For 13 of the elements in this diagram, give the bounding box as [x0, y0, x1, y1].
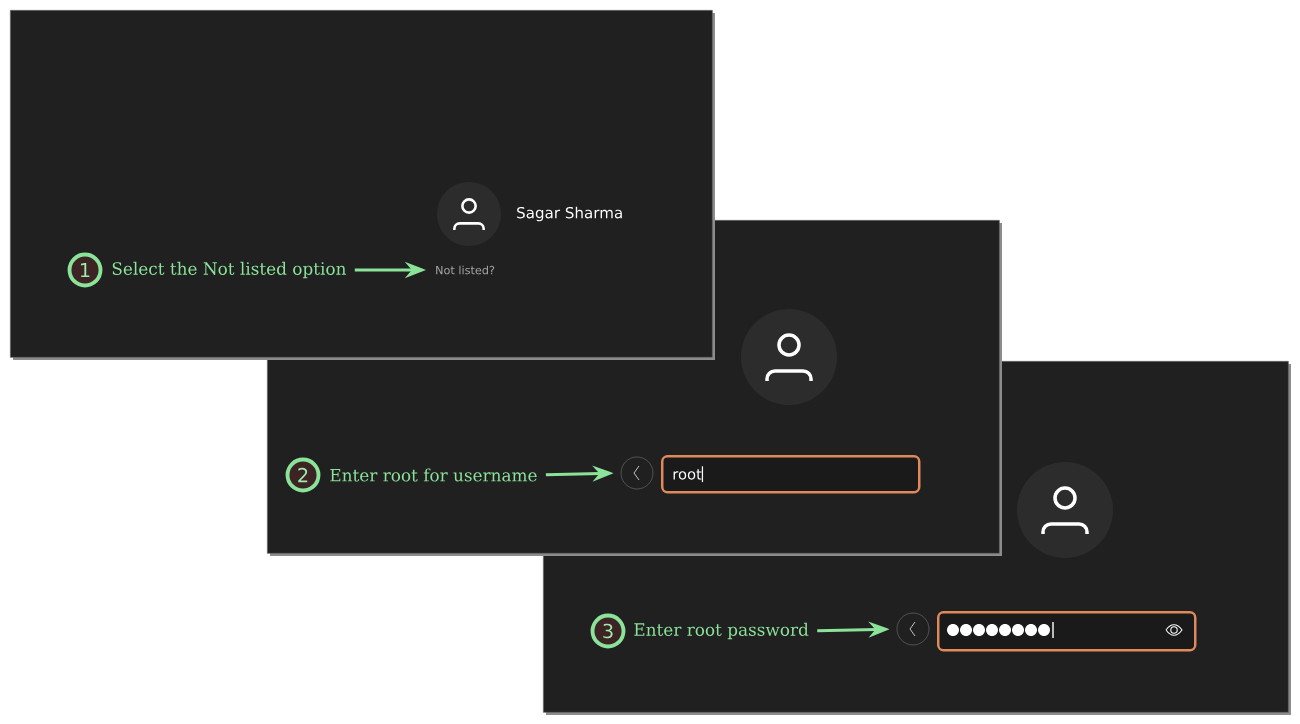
step-number: 2 — [285, 457, 321, 493]
back-button — [896, 612, 930, 646]
screen-panel — [10, 10, 715, 360]
input-field: root — [661, 455, 921, 494]
link-text: Not listed? — [436, 265, 495, 275]
step-number: 3 — [590, 613, 626, 649]
instruction-text: Select the Not listed option — [112, 261, 346, 279]
user-name: Sagar Sharma — [517, 206, 622, 222]
instruction-text: Enter root password — [634, 622, 809, 640]
instruction-text: Enter root for username — [330, 468, 537, 482]
back-button — [620, 456, 654, 490]
input-field — [937, 611, 1197, 652]
step-number: 1 — [67, 252, 103, 288]
